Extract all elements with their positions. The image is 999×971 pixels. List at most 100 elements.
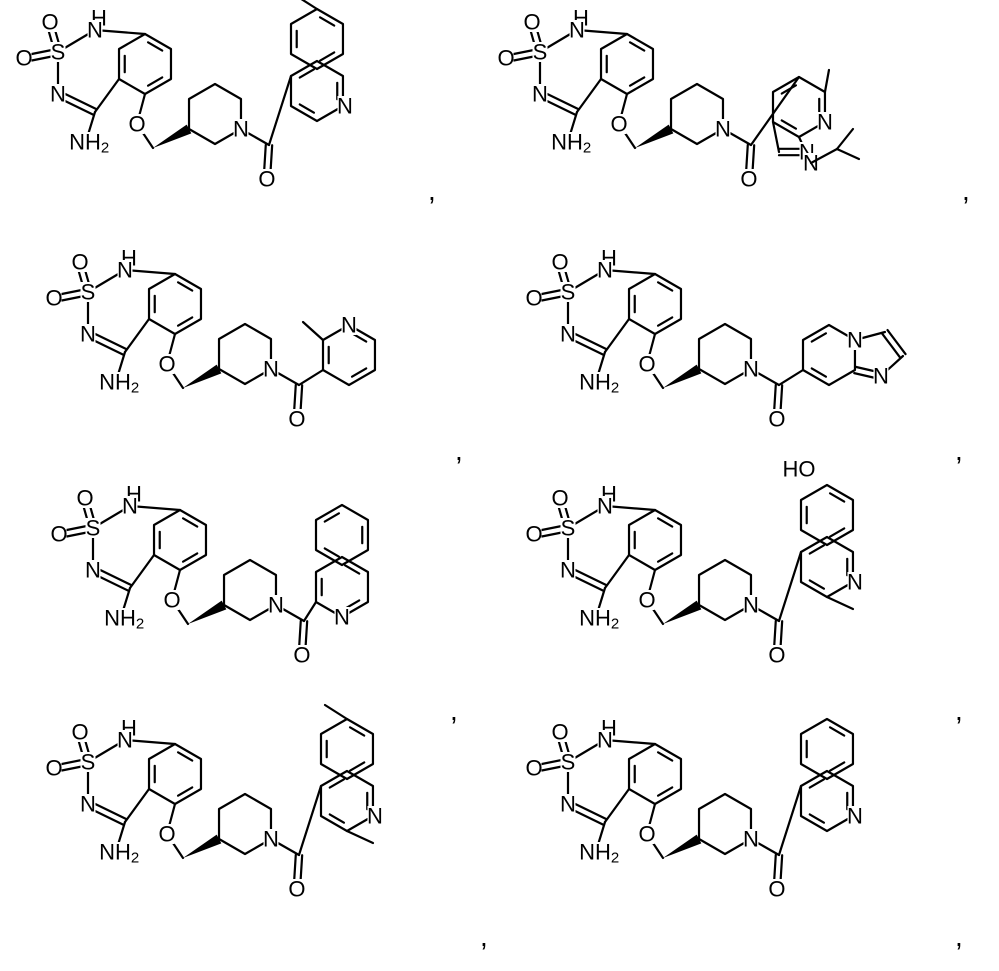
methyl-bond (303, 322, 323, 340)
sulfonamide-nitrogen: N (117, 258, 133, 283)
stereo-wedge (153, 125, 191, 148)
carbonyl-oxygen: O (768, 407, 785, 432)
sulfur-atom: S (561, 750, 576, 775)
separator-comma: , (450, 695, 458, 726)
sulfonyl-oxygen: O (71, 720, 88, 745)
ether-oxygen: O (638, 352, 655, 377)
sulfur-atom: S (81, 280, 96, 305)
carbonyl-oxygen: O (288, 877, 305, 902)
ether-oxygen: O (158, 822, 175, 847)
isopropyl-bond (837, 129, 853, 149)
carbonyl-oxygen: O (768, 877, 785, 902)
sulfonamide-nitrogen: N (117, 728, 133, 753)
amine-label: NH (99, 840, 131, 865)
ring-nitrogen: N (334, 605, 350, 630)
carbonyl-oxygen: O (740, 167, 757, 192)
sulfonyl-oxygen: O (41, 10, 58, 35)
sulfonyl-oxygen: O (525, 522, 542, 547)
separator-comma: , (955, 695, 963, 726)
sulfonamide-nitrogen: N (122, 494, 138, 519)
sulfonyl-oxygen: O (50, 522, 67, 547)
ring-nitrogen: N (847, 804, 863, 829)
sulfonamide-nitrogen: N (597, 494, 613, 519)
sulfonyl-oxygen: O (525, 756, 542, 781)
ring-bond (125, 319, 149, 352)
piperidine-nitrogen: N (263, 827, 279, 852)
core-benzene-ring (149, 744, 201, 804)
piperidine-nitrogen: N (233, 117, 249, 142)
amine-subscript: 2 (101, 140, 109, 157)
structure-7: HNSOONNH2ONON, (45, 705, 487, 952)
sulfonamide-nitrogen: N (597, 728, 613, 753)
ring-nitrogen: N (80, 792, 96, 817)
separator-comma: , (480, 921, 488, 952)
aryl-bond (299, 370, 323, 385)
stereo-wedge (635, 125, 673, 148)
aryl-bond (779, 786, 801, 855)
carbonyl-oxygen: O (258, 167, 275, 192)
methyl-bond (825, 70, 829, 92)
amine-subscript: 2 (583, 140, 591, 157)
ether-oxygen: O (638, 822, 655, 847)
sulfonyl-oxygen: O (45, 286, 62, 311)
sulfonyl-oxygen: O (523, 10, 540, 35)
sulfonamide-nitrogen: N (597, 258, 613, 283)
ring-nitrogen: N (560, 792, 576, 817)
ring-bond (605, 319, 629, 352)
imidazole-double-bond (882, 334, 900, 358)
amine-subscript: 2 (131, 850, 139, 867)
ring-nitrogen: N (80, 322, 96, 347)
ring-nitrogen: N (560, 322, 576, 347)
stereo-wedge (188, 601, 226, 624)
amine-label: NH (104, 606, 136, 631)
sulfonyl-oxygen: O (525, 286, 542, 311)
structure-8: HNSOONNH2ONON, (525, 716, 962, 953)
core-benzene-ring (629, 744, 681, 804)
sulfur-atom: S (81, 750, 96, 775)
ether-oxygen: O (610, 112, 627, 137)
sulfonyl-oxygen: O (15, 46, 32, 71)
ring-nitrogen: N (367, 804, 383, 829)
carbonyl-oxygen: O (288, 407, 305, 432)
ring-bond (125, 789, 149, 822)
amine-subscript: 2 (611, 380, 619, 397)
sulfur-atom: S (86, 516, 101, 541)
amine-subscript: 2 (611, 616, 619, 633)
stereo-wedge (663, 835, 701, 858)
structure-2: HNSOONNH2ONONNN, (497, 6, 969, 207)
amine-label: NH (579, 370, 611, 395)
sulfur-atom: S (561, 516, 576, 541)
ether-oxygen: O (638, 588, 655, 613)
ring-nitrogen: N (337, 94, 353, 119)
structure-6: HNSOONNH2ONONHO, (525, 457, 962, 727)
amine-label: NH (69, 130, 101, 155)
ring-bond (95, 79, 119, 112)
piperidine-nitrogen: N (743, 593, 759, 618)
separator-comma: , (955, 435, 963, 466)
amine-subscript: 2 (136, 616, 144, 633)
separator-comma: , (955, 921, 963, 952)
hydroxyl-label: HO (782, 457, 815, 482)
structure-4: HNSOONNH2ONONN, (525, 246, 962, 467)
stereo-wedge (183, 365, 221, 388)
methyl-bond (325, 705, 347, 719)
ring-bond (577, 79, 601, 112)
ether-oxygen: O (128, 112, 145, 137)
stereo-wedge (663, 601, 701, 624)
isopropyl-bond (837, 149, 859, 159)
sulfonyl-oxygen: O (76, 486, 93, 511)
ether-oxygen: O (163, 588, 180, 613)
methyl-bond (347, 831, 373, 843)
piperidine-nitrogen: N (715, 117, 731, 142)
core-benzene-ring (629, 510, 681, 570)
aryl-bond (299, 786, 321, 855)
amine-label: NH (579, 606, 611, 631)
amine-label: NH (99, 370, 131, 395)
structure-5: HNSOONNH2ONON, (50, 482, 457, 727)
ring-nitrogen: N (532, 82, 548, 107)
amine-subscript: 2 (131, 380, 139, 397)
ring-bond (605, 555, 629, 588)
carbonyl-oxygen: O (768, 643, 785, 668)
aryl-bond (779, 370, 803, 385)
ring-nitrogen: N (341, 313, 357, 338)
